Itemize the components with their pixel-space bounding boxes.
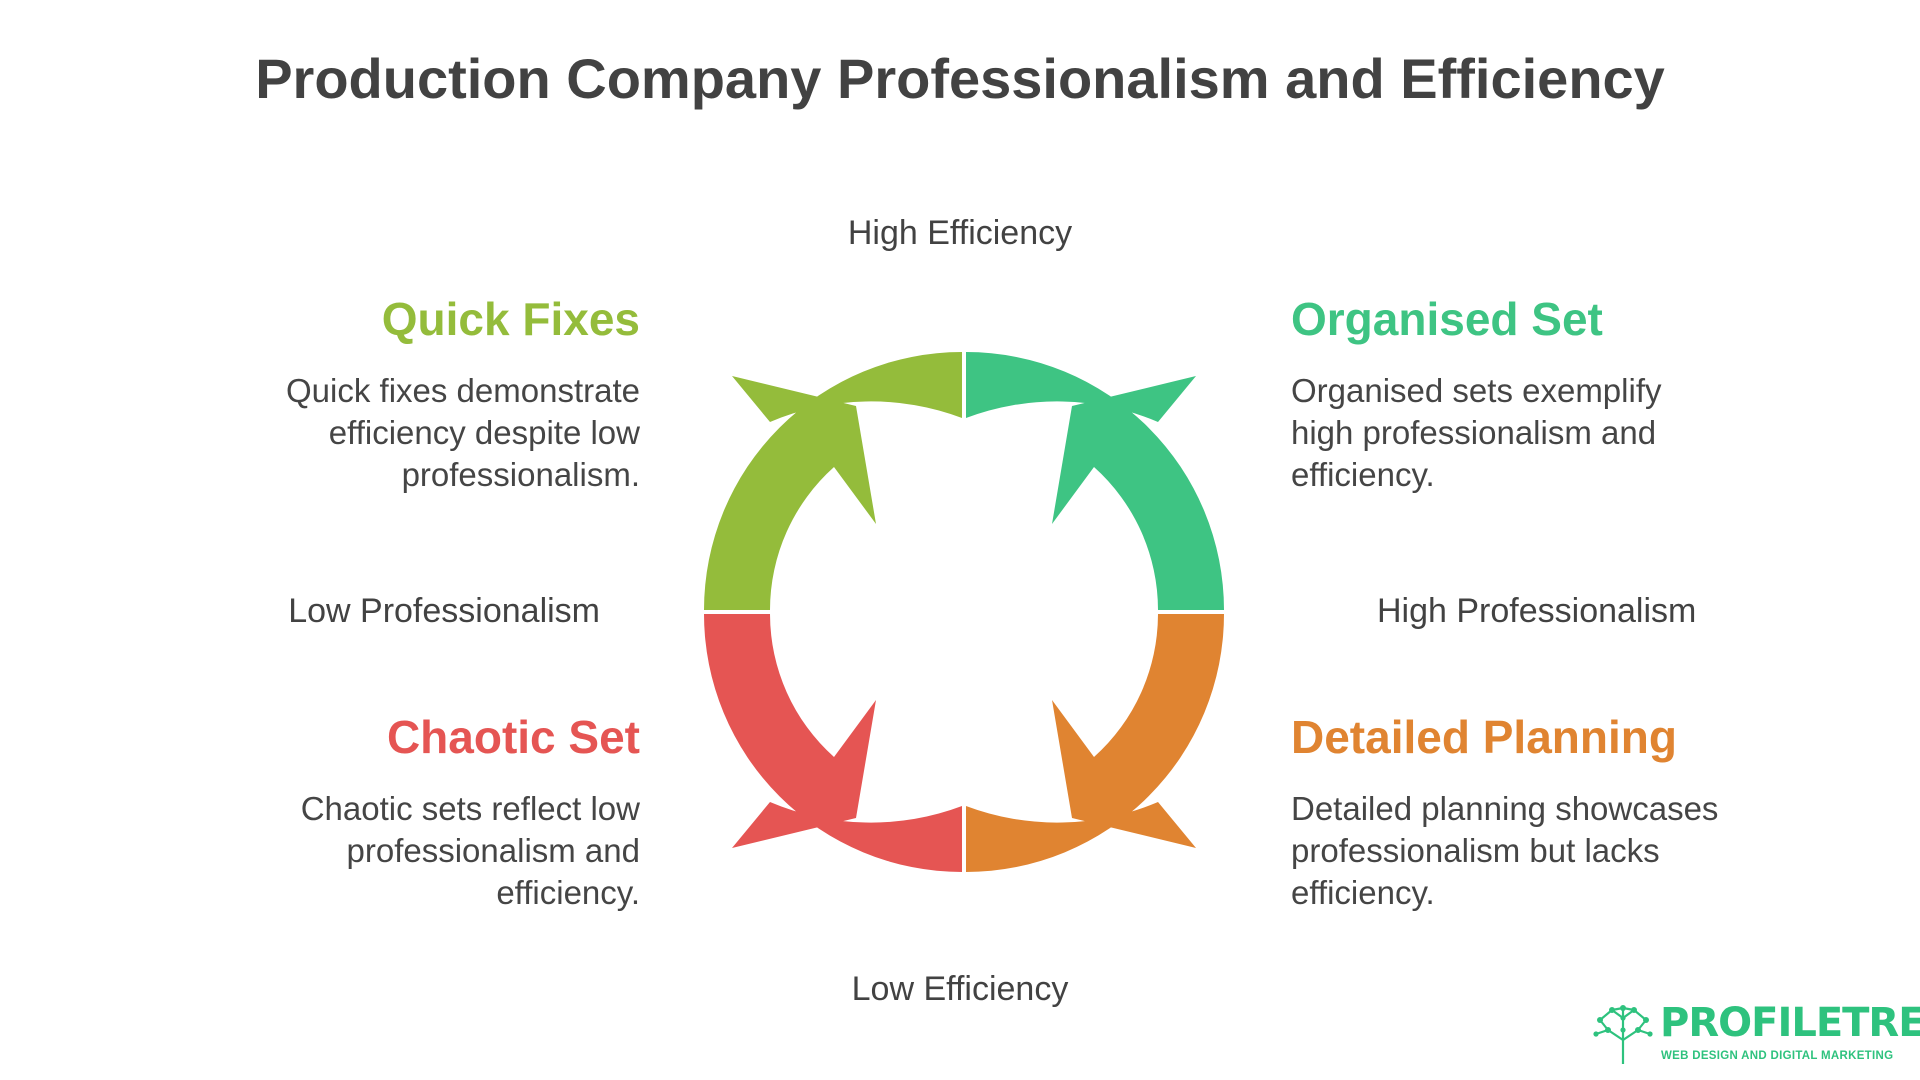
logo-tagline: WEB DESIGN AND DIGITAL MARKETING <box>1661 1050 1894 1062</box>
logo-wordmark: PROFILETREE <box>1660 1000 1920 1046</box>
quadrant-title: Quick Fixes <box>381 293 640 345</box>
quadrant-title: Chaotic Set <box>386 711 640 763</box>
quadrant-chaotic-set: Chaotic Set Chaotic sets reflect low pro… <box>200 710 640 914</box>
quadrant-organised-set: Organised Set Organised sets exemplify h… <box>1291 292 1731 496</box>
axis-label-high-efficiency: High Efficiency <box>847 214 1073 252</box>
segment-detailed-planning <box>966 614 1224 872</box>
profiletree-logo: PROFILETREE WEB DESIGN AND DIGITAL MARKE… <box>1592 1000 1920 1066</box>
axis-label-low-efficiency: Low Efficiency <box>851 970 1069 1008</box>
quadrant-description: Quick fixes demonstrate efficiency despi… <box>286 372 640 493</box>
segment-chaotic-set <box>704 614 962 872</box>
quadrant-title: Organised Set <box>1291 293 1603 345</box>
quadrant-description: Detailed planning showcases professional… <box>1291 790 1719 911</box>
quadrant-quick-fixes: Quick Fixes Quick fixes demonstrate effi… <box>200 292 640 496</box>
page-title: Production Company Professionalism and E… <box>255 47 1665 110</box>
axis-label-high-professionalism: High Professionalism <box>1377 592 1697 630</box>
segment-organised-set <box>966 352 1224 610</box>
quadrant-title: Detailed Planning <box>1291 711 1677 763</box>
quadrant-description: Organised sets exemplify high profession… <box>1291 372 1662 493</box>
quadrant-description: Chaotic sets reflect low professionalism… <box>300 790 640 911</box>
axis-label-low-professionalism: Low Professionalism <box>288 592 600 630</box>
segment-quick-fixes <box>704 352 962 610</box>
quadrant-detailed-planning: Detailed Planning Detailed planning show… <box>1291 710 1731 914</box>
tree-network-icon <box>1593 1005 1653 1064</box>
